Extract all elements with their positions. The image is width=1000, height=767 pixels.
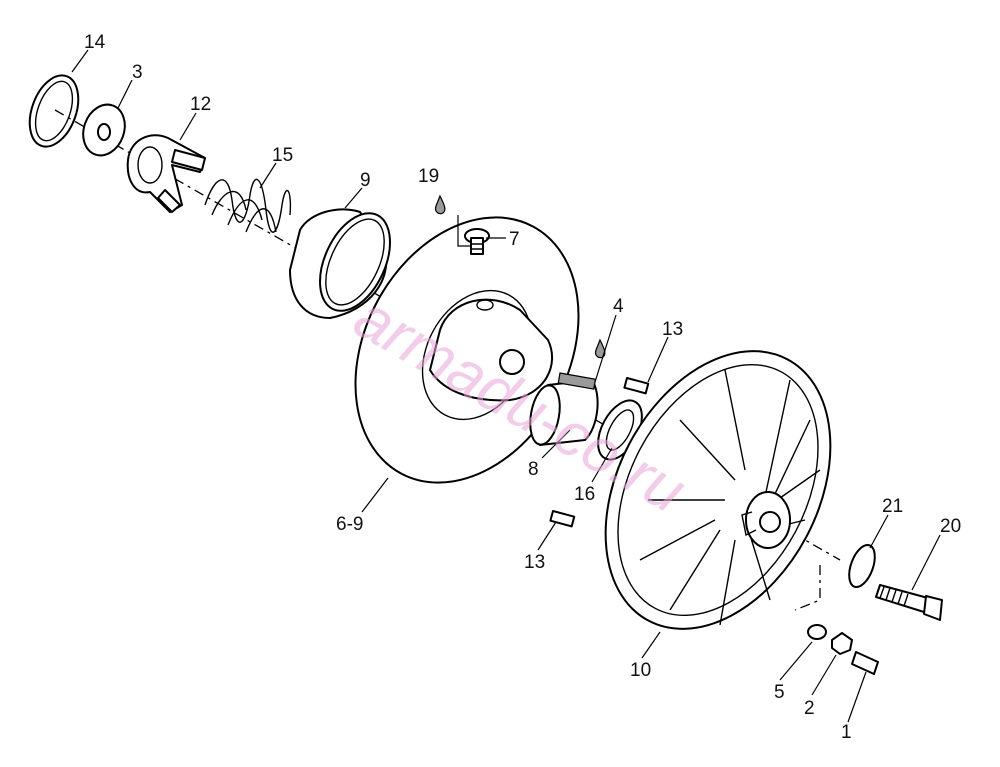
nut-2 xyxy=(831,632,853,655)
label-part-14: 14 xyxy=(84,32,106,53)
moveable-sheave xyxy=(354,216,580,484)
label-part-2: 2 xyxy=(804,698,815,719)
label-part-7: 7 xyxy=(509,229,520,250)
label-part-13-bottom: 13 xyxy=(524,552,545,573)
label-part-5: 5 xyxy=(774,682,785,703)
bolt-20 xyxy=(875,584,943,621)
label-part-16: 16 xyxy=(574,484,595,505)
label-part-3: 3 xyxy=(132,62,143,83)
key-top xyxy=(623,376,650,395)
oil-drop-icon xyxy=(434,194,446,215)
fixed-sheave xyxy=(604,350,832,630)
leader-lines xyxy=(71,49,941,723)
snap-ring xyxy=(28,74,80,148)
washer-5 xyxy=(807,624,827,640)
label-part-6-9: 6-9 xyxy=(336,514,363,535)
label-part-8: 8 xyxy=(528,459,539,480)
label-part-10: 10 xyxy=(630,660,651,681)
set-screw-1 xyxy=(851,651,879,675)
label-part-20: 20 xyxy=(940,516,961,537)
bolt-axis-bend xyxy=(794,565,821,611)
label-part-19: 19 xyxy=(418,166,439,187)
label-part-13-top: 13 xyxy=(662,319,683,340)
key-bottom xyxy=(549,510,576,528)
label-part-1: 1 xyxy=(841,722,852,743)
washer-21 xyxy=(848,543,876,589)
screw-7 xyxy=(464,228,490,255)
label-part-12: 12 xyxy=(190,94,211,115)
bushing-8 xyxy=(529,372,599,446)
cam-spider xyxy=(126,134,206,213)
sleeve xyxy=(289,208,391,319)
label-part-9: 9 xyxy=(360,170,371,191)
label-part-4: 4 xyxy=(613,296,624,317)
label-part-21: 21 xyxy=(882,496,903,517)
spring xyxy=(204,178,292,233)
washer-3 xyxy=(82,103,126,157)
label-part-15: 15 xyxy=(272,145,293,166)
